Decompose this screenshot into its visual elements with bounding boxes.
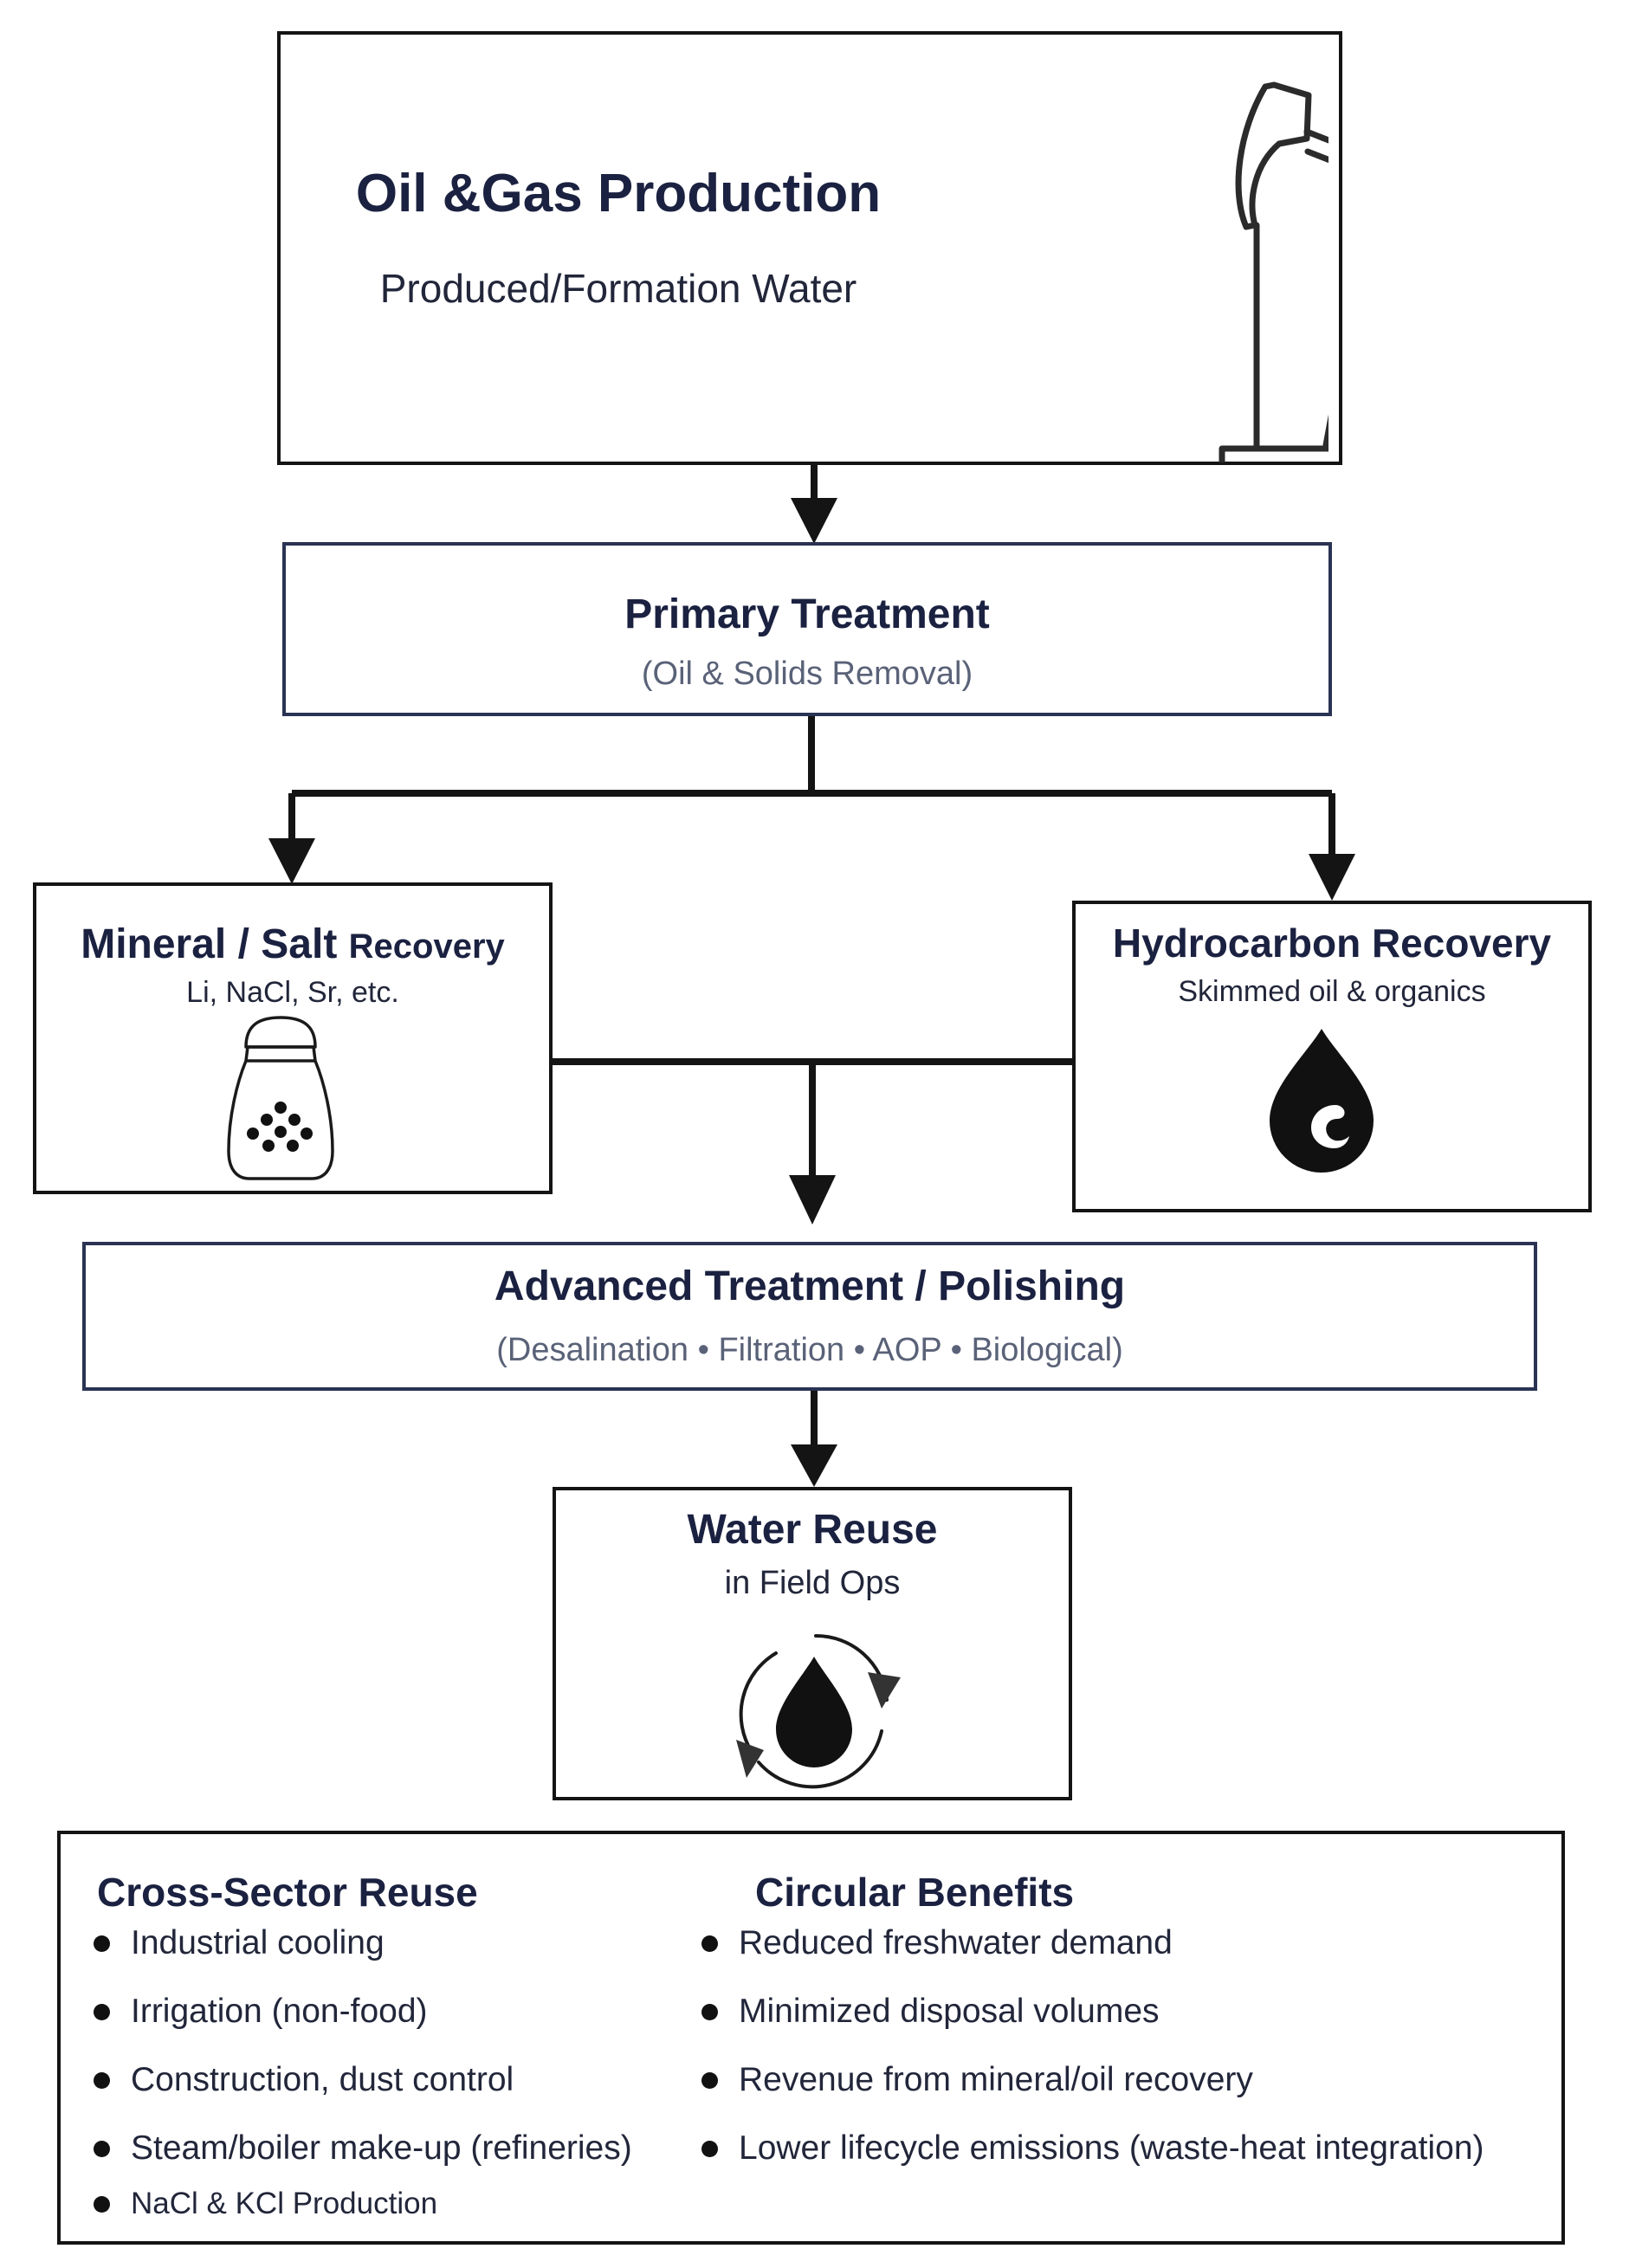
cross-sector-title: Cross-Sector Reuse	[97, 1870, 478, 1915]
mineral-title-main: Mineral / Salt	[81, 921, 338, 967]
hydrocarbon-subtitle: Skimmed oil & organics	[1178, 975, 1486, 1008]
advanced-treatment-box: Advanced Treatment / Polishing (Desalina…	[82, 1242, 1537, 1391]
circular-benefits-list: Reduced freshwater demand Minimized disp…	[701, 1924, 1559, 2184]
mineral-title: Mineral / Salt Recovery	[36, 921, 549, 968]
list-item-text: Steam/boiler make-up (refineries)	[131, 2129, 632, 2167]
cross-sector-list: Industrial cooling Irrigation (non-food)…	[94, 1924, 734, 2236]
list-item-text: Lower lifecycle emissions (waste-heat in…	[739, 2129, 1484, 2167]
primary-treatment-box: Primary Treatment (Oil & Solids Removal)	[282, 542, 1332, 716]
list-item-text: Irrigation (non-food)	[131, 1993, 428, 2030]
arrowhead-hydrocarbon	[1309, 854, 1355, 901]
hydrocarbon-recovery-box: Hydrocarbon Recovery Skimmed oil & organ…	[1072, 901, 1592, 1212]
production-subtitle: Produced/Formation Water	[379, 266, 857, 311]
arrowhead-advanced	[789, 1175, 836, 1224]
primary-title: Primary Treatment	[624, 591, 990, 637]
advanced-subtitle: (Desalination • Filtration • AOP • Biolo…	[496, 1332, 1123, 1368]
primary-subtitle: (Oil & Solids Removal)	[641, 656, 973, 692]
list-item-text: Minimized disposal volumes	[739, 1993, 1160, 2030]
production-title: Oil &Gas Production	[355, 164, 882, 223]
arrowhead-reuse	[791, 1444, 837, 1487]
water-reuse-box: Water Reuse in Field Ops	[553, 1487, 1072, 1800]
mineral-subtitle: Li, NaCl, Sr, etc.	[186, 976, 399, 1009]
arrowhead-mineral	[268, 838, 315, 884]
list-item-text: Revenue from mineral/oil recovery	[739, 2061, 1253, 2098]
reuse-title: Water Reuse	[687, 1507, 938, 1553]
hydrocarbon-title: Hydrocarbon Recovery	[1112, 921, 1552, 966]
reuse-subtitle: in Field Ops	[724, 1565, 901, 1601]
pumpjack-icon	[1219, 81, 1328, 462]
mineral-recovery-box: Mineral / Salt Recovery Li, NaCl, Sr, et…	[33, 882, 553, 1194]
mineral-title-tail: Recovery	[348, 927, 505, 966]
list-item-text: NaCl & KCl Production	[131, 2187, 438, 2220]
oil-drop-icon	[1270, 1029, 1374, 1173]
salt-shaker-icon	[227, 1016, 334, 1180]
benefits-panel: Cross-Sector Reuse Industrial cooling Ir…	[57, 1831, 1565, 2245]
production-box: Oil &Gas Production Produced/Formation W…	[277, 31, 1342, 465]
recycle-drop-icon	[736, 1633, 901, 1789]
list-item-text: Industrial cooling	[131, 1924, 385, 1961]
list-item-text: Construction, dust control	[131, 2061, 514, 2098]
circular-benefits-title: Circular Benefits	[755, 1870, 1075, 1915]
list-item-text: Reduced freshwater demand	[739, 1924, 1173, 1961]
arrowhead-primary	[791, 498, 837, 544]
advanced-title: Advanced Treatment / Polishing	[494, 1263, 1126, 1309]
